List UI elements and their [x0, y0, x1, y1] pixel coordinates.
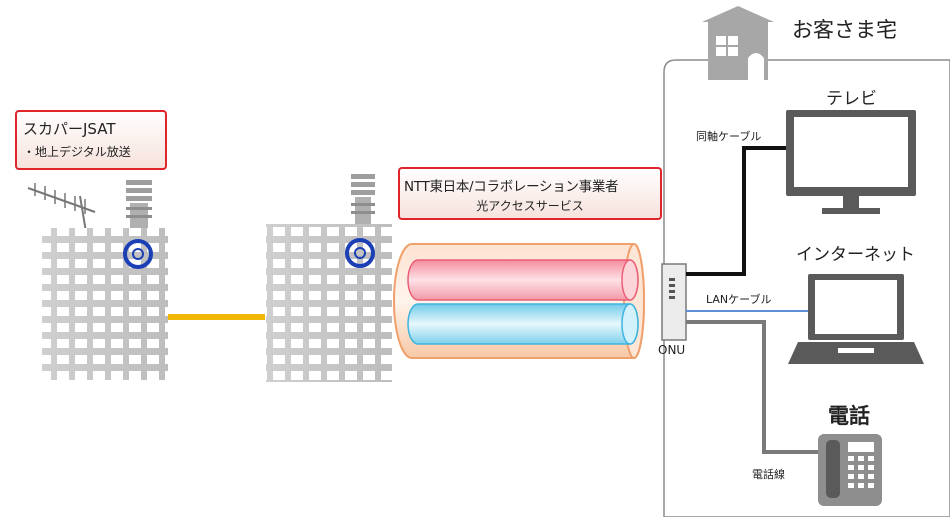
telephone-icon	[818, 434, 882, 506]
lan-cable-label: LANケーブル	[706, 293, 772, 306]
carrier-name: NTT東日本/コラボレーション事業者	[404, 179, 619, 195]
home-title: お客さま宅	[792, 18, 897, 42]
onu-label: ONU	[658, 343, 686, 357]
phone-line	[686, 320, 818, 454]
broadcaster-service: ・地上デジタル放送	[23, 145, 131, 159]
tv-icon	[786, 110, 916, 214]
internet-label: インターネット	[796, 245, 915, 265]
broadcaster-label-box: スカパーJSAT ・地上デジタル放送	[15, 110, 167, 170]
coax-cable-label: 同軸ケーブル	[696, 130, 762, 143]
broadcaster-station-ring-icon	[123, 239, 153, 269]
broadcaster-name: スカパーJSAT	[23, 120, 116, 138]
onu-device-icon	[661, 263, 687, 341]
phone-line-label: 電話線	[752, 468, 785, 481]
tv-label: テレビ	[826, 89, 877, 109]
carrier-tower-icon	[351, 174, 375, 225]
coax-cable-line	[686, 146, 792, 276]
laptop-icon	[788, 274, 924, 364]
house-icon	[702, 6, 774, 80]
phone-label: 電話	[828, 404, 870, 428]
broadcaster-building	[42, 228, 168, 380]
carrier-station-ring-icon	[345, 238, 375, 268]
carrier-label-box: NTT東日本/コラボレーション事業者 光アクセスサービス	[398, 167, 662, 220]
broadcaster-tower-icon	[126, 180, 152, 229]
fiber-cable-tube	[393, 243, 645, 359]
carrier-service: 光アクセスサービス	[476, 199, 584, 213]
broadcast-antenna-icon	[27, 183, 96, 233]
